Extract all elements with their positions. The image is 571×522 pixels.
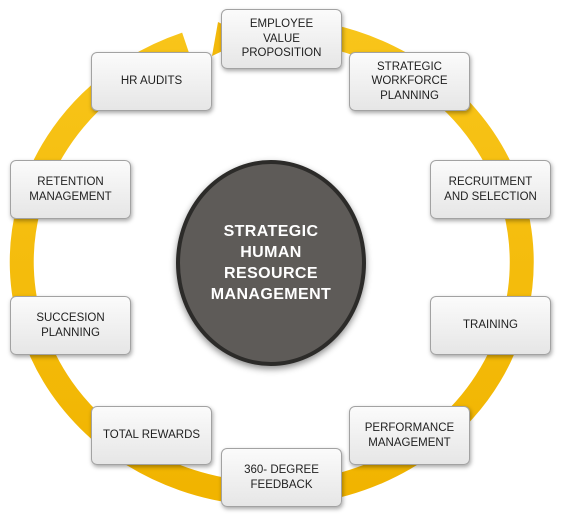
center-title: STRATEGIC HUMAN RESOURCE MANAGEMENT bbox=[210, 223, 332, 303]
node-recruitment-and-selection[interactable]: RECRUITMENT AND SELECTION bbox=[430, 160, 551, 219]
center-circle: STRATEGIC HUMAN RESOURCE MANAGEMENT bbox=[176, 160, 366, 366]
node-succession-planning[interactable]: SUCCESION PLANNING bbox=[10, 296, 131, 355]
node-360-degree-feedback[interactable]: 360- DEGREE FEEDBACK bbox=[221, 448, 342, 507]
node-hr-audits[interactable]: HR AUDITS bbox=[91, 52, 212, 111]
node-performance-management[interactable]: PERFORMANCE MANAGEMENT bbox=[349, 406, 470, 465]
node-training[interactable]: TRAINING bbox=[430, 296, 551, 355]
node-total-rewards[interactable]: TOTAL REWARDS bbox=[91, 406, 212, 465]
node-employee-value-proposition[interactable]: EMPLOYEE VALUE PROPOSITION bbox=[221, 9, 342, 69]
node-retention-management[interactable]: RETENTION MANAGEMENT bbox=[10, 160, 131, 219]
node-strategic-workforce-planning[interactable]: STRATEGIC WORKFORCE PLANNING bbox=[349, 52, 470, 111]
